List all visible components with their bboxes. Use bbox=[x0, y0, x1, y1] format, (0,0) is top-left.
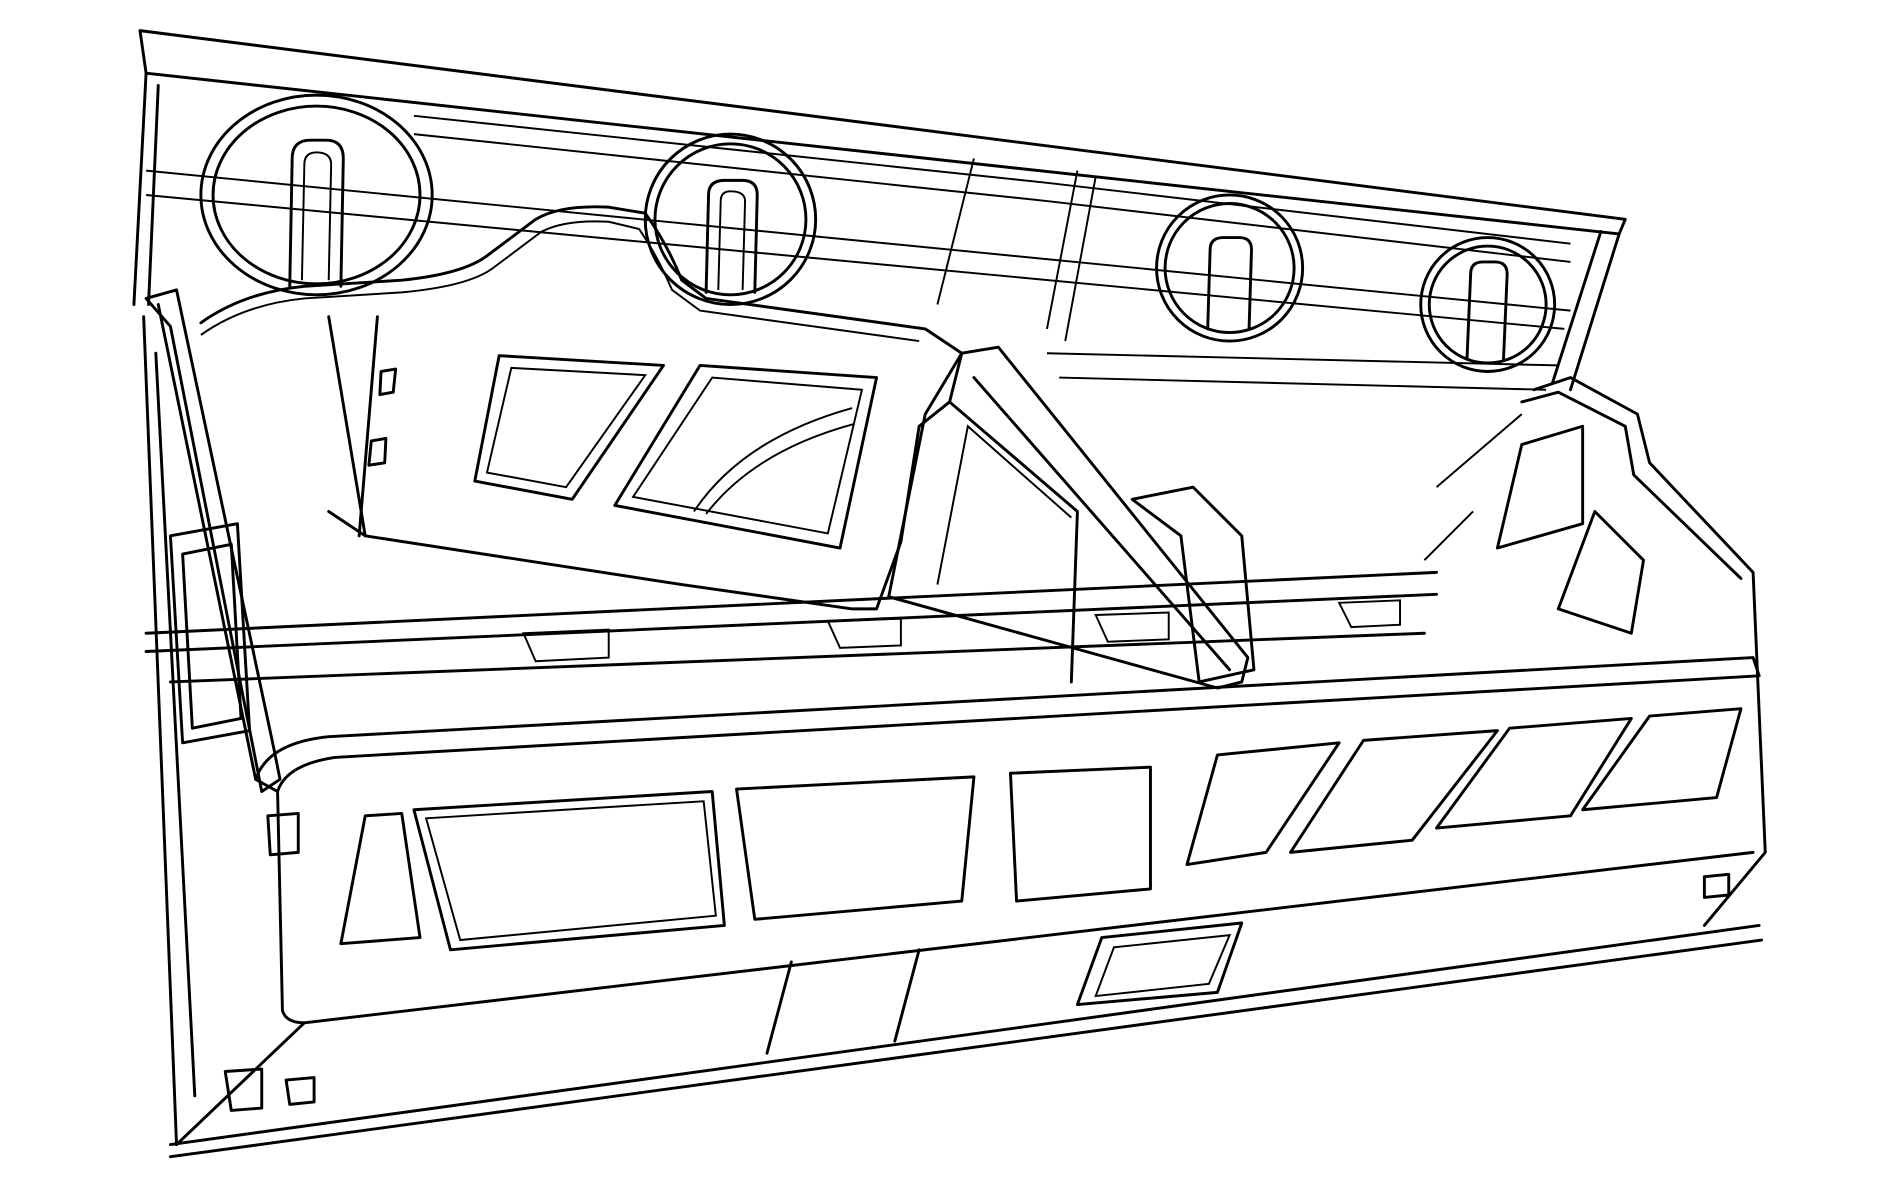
floor-rails bbox=[144, 570, 1439, 684]
window-left bbox=[473, 354, 665, 501]
front-opening-4 bbox=[1008, 765, 1152, 903]
front-opening-1 bbox=[339, 811, 422, 946]
left-end-wall bbox=[142, 288, 316, 1147]
mounting-boss-4 bbox=[1419, 236, 1557, 373]
front-opening-2 bbox=[412, 790, 726, 952]
inner-panel bbox=[199, 205, 964, 611]
front-opening-7 bbox=[1435, 716, 1633, 830]
front-opening-3 bbox=[735, 775, 976, 921]
front-opening-5 bbox=[1185, 741, 1341, 867]
handle-recess bbox=[1075, 921, 1244, 1007]
mounting-boss-1 bbox=[199, 93, 434, 297]
divider-frame bbox=[887, 345, 1256, 690]
rear-wall bbox=[132, 29, 1627, 392]
front-opening-6 bbox=[1289, 729, 1499, 854]
mounting-bosses bbox=[199, 93, 1557, 373]
window-right bbox=[613, 363, 879, 550]
front-wall bbox=[168, 656, 1764, 1159]
right-end-wall bbox=[1423, 376, 1767, 927]
mounting-boss-2 bbox=[643, 132, 818, 306]
front-opening-8 bbox=[1581, 707, 1743, 812]
mounting-boss-3 bbox=[1155, 193, 1305, 343]
